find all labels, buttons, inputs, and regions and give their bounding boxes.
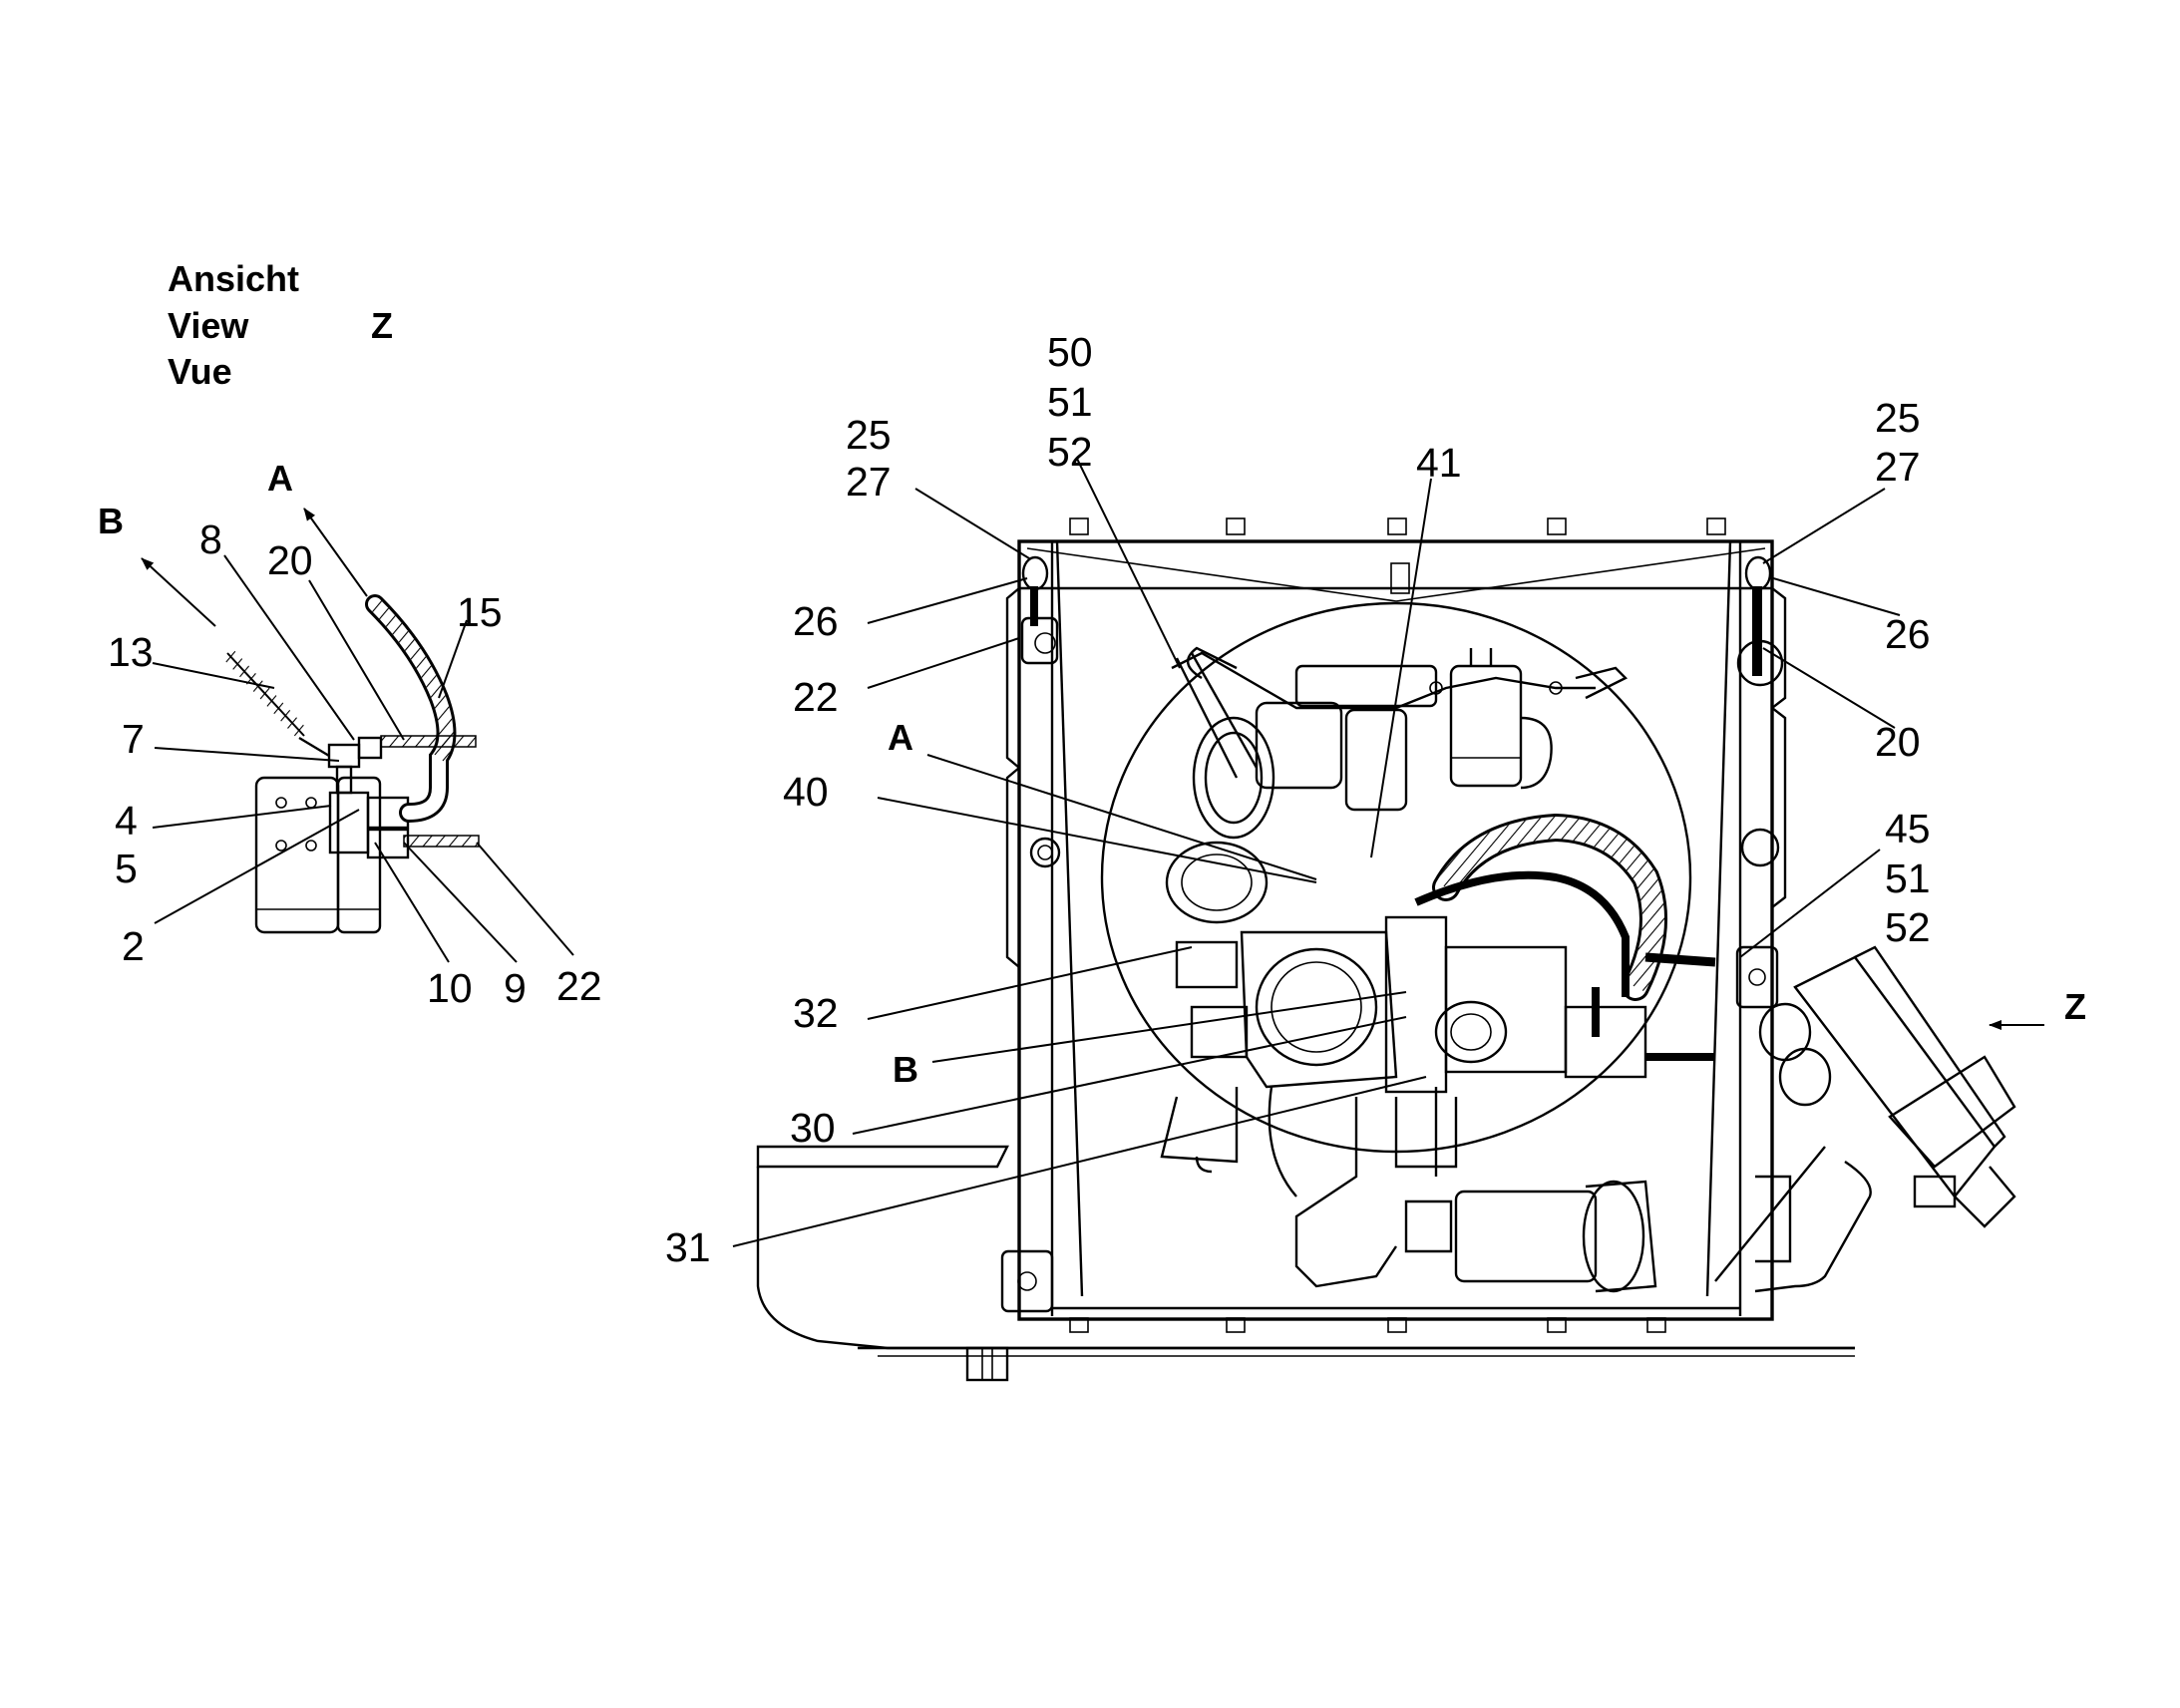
- callout-41: 41: [1416, 440, 1462, 486]
- leader-41: [1370, 478, 1432, 858]
- leader-4-5: [152, 805, 332, 829]
- leader-22: [476, 842, 574, 956]
- callout-8: 8: [199, 516, 222, 562]
- leader-40: [877, 797, 1317, 883]
- callout-30: 30: [790, 1105, 836, 1151]
- callout-right-20: 20: [1875, 719, 1921, 765]
- callout-7: 7: [122, 716, 145, 762]
- callout-2: 2: [122, 923, 145, 969]
- callout-5: 5: [115, 846, 138, 891]
- leader-l22: [867, 637, 1020, 689]
- hydraulic-pump-group: [1160, 915, 1657, 1293]
- flow-arrow-b: [141, 557, 216, 627]
- callout-50: 50: [1047, 329, 1093, 375]
- leader-50-52: [1076, 458, 1181, 669]
- leader-r26: [1772, 577, 1901, 616]
- leader-r25-27: [1762, 488, 1886, 564]
- view-title-german: Ansicht: [168, 258, 299, 299]
- port-label-a: A: [267, 458, 293, 499]
- port-label-b-main: B: [893, 1049, 918, 1090]
- callout-52-bottom: 52: [1885, 904, 1931, 950]
- port-label-a-main: A: [888, 717, 913, 758]
- leader-30: [852, 1016, 1407, 1135]
- callout-left-26: 26: [793, 598, 839, 644]
- callout-right-25: 25: [1875, 395, 1921, 441]
- right-side-panel: [1736, 587, 1792, 1263]
- port-label-b: B: [98, 501, 124, 541]
- mount-clip-right: [1744, 555, 1772, 676]
- view-title-english: View: [168, 305, 249, 346]
- callout-31: 31: [665, 1224, 711, 1270]
- callout-40: 40: [783, 769, 829, 815]
- view-z-arrow-label: Z: [2064, 986, 2086, 1027]
- hose-22: [403, 835, 480, 848]
- callout-51-top: 51: [1047, 379, 1093, 425]
- leader-l25-27: [914, 488, 1030, 559]
- engine-frame: [1000, 517, 1779, 1333]
- leader-20: [308, 579, 405, 741]
- callout-9: 9: [504, 965, 527, 1011]
- leader-45-52: [1739, 849, 1881, 958]
- leader-15: [438, 619, 468, 699]
- base-frame: [756, 1145, 1855, 1382]
- callout-45: 45: [1885, 806, 1931, 852]
- flow-arrow-a: [303, 508, 368, 597]
- leader-10: [374, 842, 450, 963]
- leader-9: [403, 842, 518, 963]
- turbo-assembly: [1165, 562, 1629, 924]
- callout-right-26: 26: [1885, 611, 1931, 657]
- filter-bracket-assembly: [1714, 945, 2016, 1293]
- leader-r20: [1762, 647, 1896, 729]
- view-title-block: Ansicht View Vue Z: [168, 258, 393, 392]
- callout-22: 22: [556, 963, 602, 1009]
- callout-10: 10: [427, 965, 473, 1011]
- callout-52-top: 52: [1047, 429, 1093, 475]
- callout-4: 4: [115, 798, 138, 844]
- hose-20: [380, 735, 477, 748]
- bottom-bolts: [1069, 1317, 1666, 1333]
- leader-32: [867, 946, 1193, 1020]
- callout-left-22: 22: [793, 674, 839, 720]
- leader-a-main: [926, 754, 1317, 880]
- main-braided-hose: [1414, 813, 1716, 1061]
- callout-32: 32: [793, 990, 839, 1036]
- callout-left-25: 25: [846, 412, 892, 458]
- left-side-panel: [1005, 587, 1061, 968]
- leader-8: [223, 554, 355, 741]
- leader-7: [154, 747, 340, 762]
- leader-b-main: [931, 991, 1407, 1063]
- main-view: Z 25 27 50 51 52 41 25 27 26 26 22 20 A …: [665, 329, 2086, 1382]
- leader-31: [732, 1076, 1427, 1247]
- leader-l26: [867, 577, 1028, 624]
- callout-right-27: 27: [1875, 444, 1921, 490]
- view-title-french: Vue: [168, 351, 232, 392]
- callout-13: 13: [108, 629, 154, 675]
- detail-view-z: B A 8 20 15 13 7 4 5 2 10 9 22: [98, 458, 602, 1011]
- callout-20: 20: [267, 537, 313, 583]
- callout-left-27: 27: [846, 459, 892, 505]
- mount-clip-left: [1021, 555, 1049, 626]
- top-bolts: [1069, 517, 1726, 535]
- leader-2: [154, 809, 360, 924]
- leader-13: [152, 662, 275, 689]
- tee-fitting: [298, 736, 383, 795]
- callout-51-bottom: 51: [1885, 855, 1931, 901]
- callout-15: 15: [457, 589, 503, 635]
- view-title-letter: Z: [371, 305, 393, 346]
